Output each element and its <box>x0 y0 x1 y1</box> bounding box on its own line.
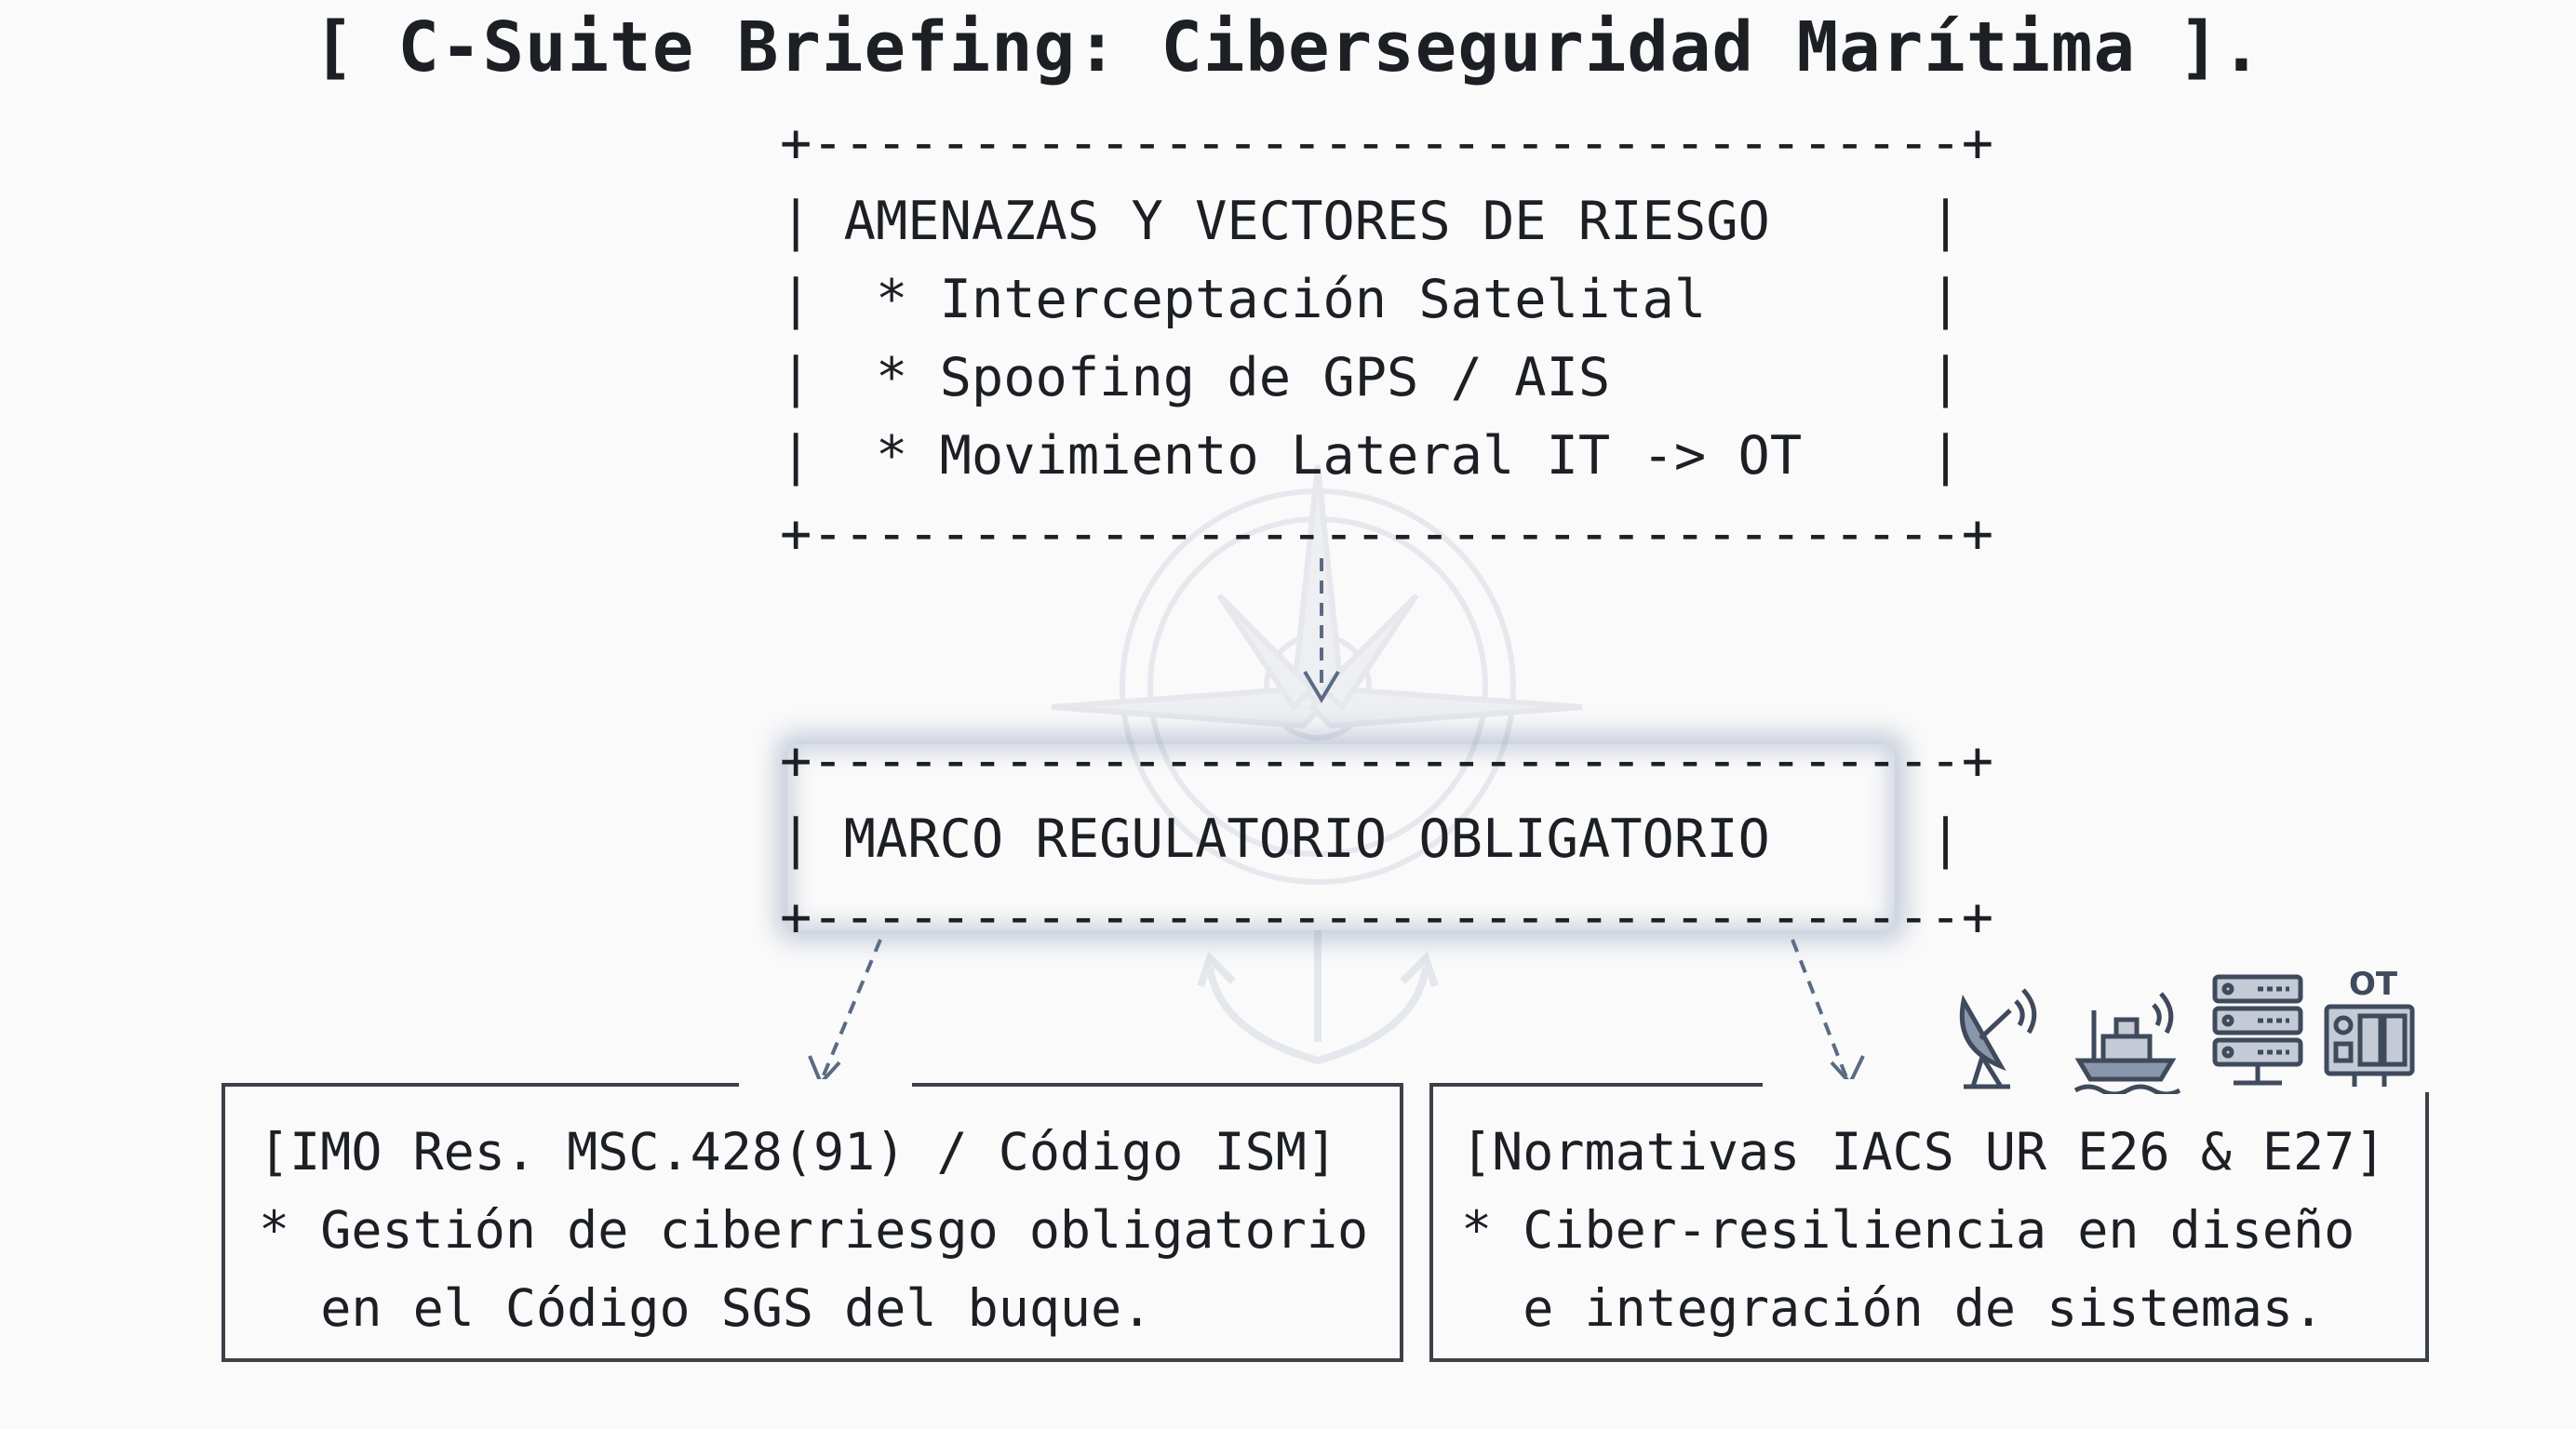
ot-label: OT <box>2349 966 2398 1003</box>
threats-box-border-bottom: +------------------------------------+ <box>780 503 1994 565</box>
imo-panel-text: [IMO Res. MSC.428(91) / Código ISM] * Ges… <box>259 1113 1368 1347</box>
arrow-threats-to-regulatory <box>1303 558 1340 703</box>
iacs-panel-line: * Ciber-resiliencia en diseño <box>1461 1200 2355 1260</box>
anchor-icon <box>1197 930 1439 1065</box>
threats-box: +------------------------------------+ | … <box>780 104 1993 573</box>
ship-icon <box>2073 992 2181 1094</box>
imo-panel-heading: [IMO Res. MSC.428(91) / Código ISM] <box>259 1122 1337 1182</box>
imo-panel: [IMO Res. MSC.428(91) / Código ISM] * Ges… <box>221 1079 1403 1362</box>
panel-border-gap <box>739 1079 912 1092</box>
compass-rose-icon <box>1051 464 1583 885</box>
arrow-regulatory-to-iacs <box>1791 939 1865 1087</box>
threat-item: | * Movimiento Lateral IT -> OT | <box>780 425 1962 487</box>
server-rack-icon <box>2212 974 2303 1086</box>
regulatory-heading: | MARCO REGULATORIO OBLIGATORIO | <box>780 808 1962 870</box>
iacs-panel-text: [Normativas IACS UR E26 & E27] * Ciber-re… <box>1461 1113 2385 1347</box>
imo-panel-line: * Gestión de ciberriesgo obligatorio <box>259 1200 1369 1260</box>
threats-heading: | AMENAZAS Y VECTORES DE RIESGO | <box>780 191 1962 252</box>
arrow-regulatory-to-imo <box>808 939 882 1087</box>
ot-control-panel-icon <box>2324 1004 2415 1087</box>
threats-box-border-top: +------------------------------------+ <box>780 113 1994 174</box>
iacs-panel-line: e integración de sistemas. <box>1461 1278 2325 1338</box>
satellite-dish-icon <box>1959 988 2037 1089</box>
iacs-panel-heading: [Normativas IACS UR E26 & E27] <box>1461 1122 2386 1182</box>
iacs-panel: [Normativas IACS UR E26 & E27] * Ciber-re… <box>1429 1079 2433 1362</box>
regulatory-box: +------------------------------------+ | … <box>780 722 1993 956</box>
maritime-icons-row <box>1959 974 2415 1094</box>
threat-item: | * Spoofing de GPS / AIS | <box>780 347 1962 408</box>
regulatory-box-border-top: +------------------------------------+ <box>780 730 1994 792</box>
page-title: [ C-Suite Briefing: Ciberseguridad Marít… <box>313 7 2263 87</box>
imo-panel-line: en el Código SGS del buque. <box>259 1278 1153 1338</box>
threat-item: | * Interceptación Satelital | <box>780 269 1962 330</box>
regulatory-box-border-bottom: +------------------------------------+ <box>780 887 1994 948</box>
